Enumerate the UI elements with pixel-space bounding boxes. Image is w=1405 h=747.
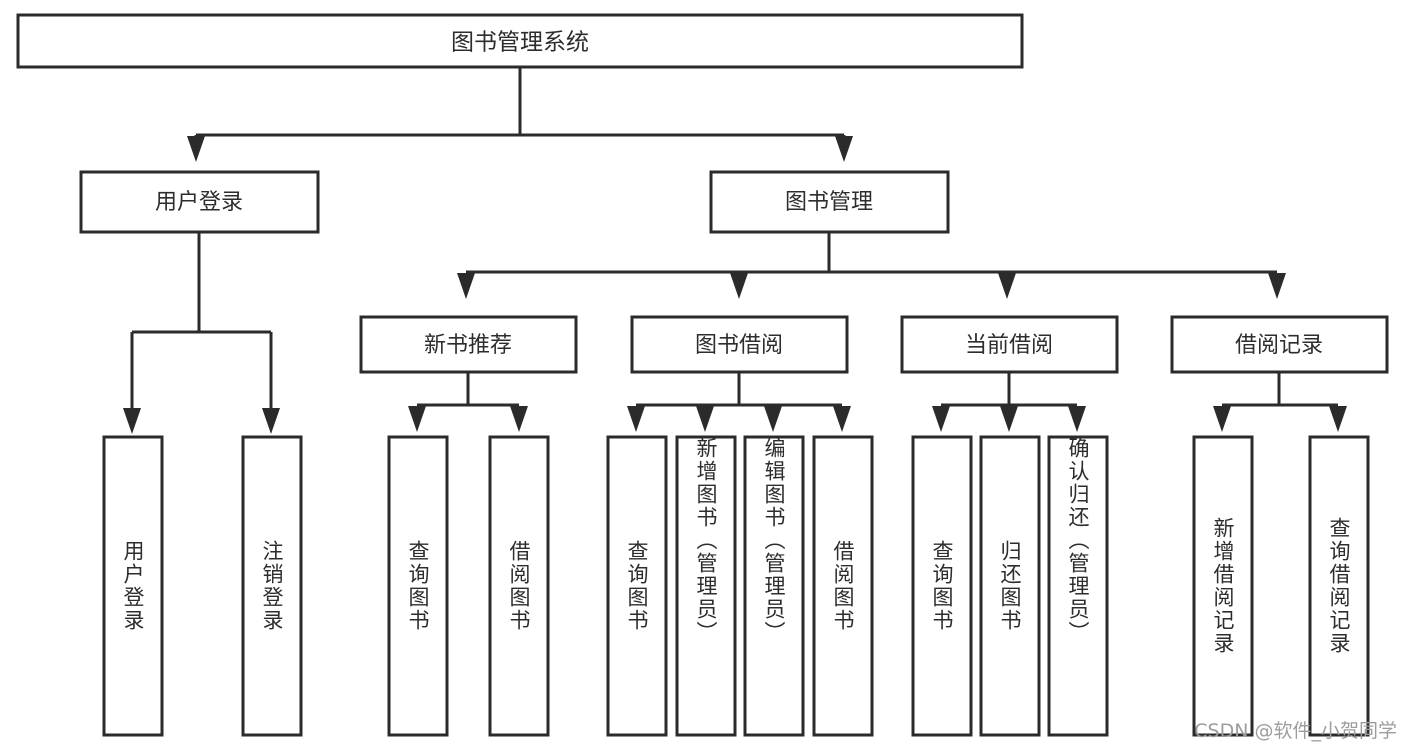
connector-user-login-to-leaves — [123, 233, 280, 434]
connector-borrow-record-to-leaves — [1213, 372, 1347, 432]
node-leaf-user-login-logout[interactable]: 注销登录 — [241, 435, 303, 737]
node-leaf-borrow-record-query[interactable]: 查询借阅记录 — [1308, 435, 1370, 737]
node-user-login[interactable]: 用户登录 — [79, 170, 320, 234]
node-leaf-user-login-login-label: 用户登录 — [121, 540, 145, 632]
node-new-book-recommend-label: 新书推荐 — [424, 333, 512, 358]
node-leaf-borrow-record-add[interactable]: 新增借阅记录 — [1192, 435, 1254, 737]
node-borrow-record-label: 借阅记录 — [1235, 333, 1323, 358]
node-book-borrow[interactable]: 图书借阅 — [630, 315, 849, 374]
node-leaf-book-borrow-borrow-label: 借阅图书 — [831, 540, 855, 632]
connector-book-borrow-to-leaves — [627, 372, 851, 432]
node-user-login-label: 用户登录 — [155, 190, 243, 215]
node-book-management-label: 图书管理 — [785, 190, 873, 215]
node-root-system-label: 图书管理系统 — [451, 30, 589, 56]
node-leaf-borrow-record-add-label: 新增借阅记录 — [1211, 517, 1235, 655]
node-leaf-current-borrow-return-label: 归还图书 — [998, 540, 1022, 632]
node-leaf-book-borrow-query[interactable]: 查询图书 — [606, 435, 668, 737]
node-leaf-user-login-login[interactable]: 用户登录 — [102, 435, 164, 737]
connector-new-book-to-leaves — [408, 372, 528, 432]
connector-current-borrow-to-leaves — [932, 372, 1086, 432]
node-leaf-new-book-query[interactable]: 查询图书 — [387, 435, 449, 737]
node-leaf-book-borrow-edit-label: 编辑图书（管理员） — [762, 437, 786, 644]
node-leaf-current-borrow-query-label: 查询图书 — [930, 540, 954, 632]
connector-book-mgmt-to-level3 — [457, 233, 1286, 299]
node-current-borrow-label: 当前借阅 — [965, 333, 1053, 358]
node-leaf-book-borrow-add[interactable]: 新增图书（管理员） — [675, 435, 737, 737]
node-leaf-borrow-record-query-label: 查询借阅记录 — [1327, 517, 1351, 655]
node-book-borrow-label: 图书借阅 — [695, 333, 783, 358]
node-root-system[interactable]: 图书管理系统 — [16, 13, 1024, 69]
node-current-borrow[interactable]: 当前借阅 — [900, 315, 1119, 374]
node-leaf-book-borrow-add-label: 新增图书（管理员） — [694, 437, 718, 644]
node-leaf-book-borrow-borrow[interactable]: 借阅图书 — [812, 435, 874, 737]
node-leaf-user-login-logout-label: 注销登录 — [260, 540, 284, 632]
node-leaf-current-borrow-confirm-label: 确认归还（管理员） — [1066, 437, 1090, 644]
node-borrow-record[interactable]: 借阅记录 — [1170, 315, 1389, 374]
node-leaf-new-book-query-label: 查询图书 — [406, 540, 430, 632]
node-new-book-recommend[interactable]: 新书推荐 — [359, 315, 578, 374]
node-book-management[interactable]: 图书管理 — [709, 170, 950, 234]
node-leaf-current-borrow-return[interactable]: 归还图书 — [979, 435, 1041, 737]
node-leaf-new-book-borrow[interactable]: 借阅图书 — [488, 435, 550, 737]
node-leaf-current-borrow-query[interactable]: 查询图书 — [911, 435, 973, 737]
node-leaf-book-borrow-edit[interactable]: 编辑图书（管理员） — [743, 435, 805, 737]
node-leaf-current-borrow-confirm[interactable]: 确认归还（管理员） — [1047, 435, 1109, 737]
connector-root-to-level2 — [187, 67, 853, 162]
node-leaf-new-book-borrow-label: 借阅图书 — [507, 540, 531, 632]
node-leaf-book-borrow-query-label: 查询图书 — [625, 540, 649, 632]
